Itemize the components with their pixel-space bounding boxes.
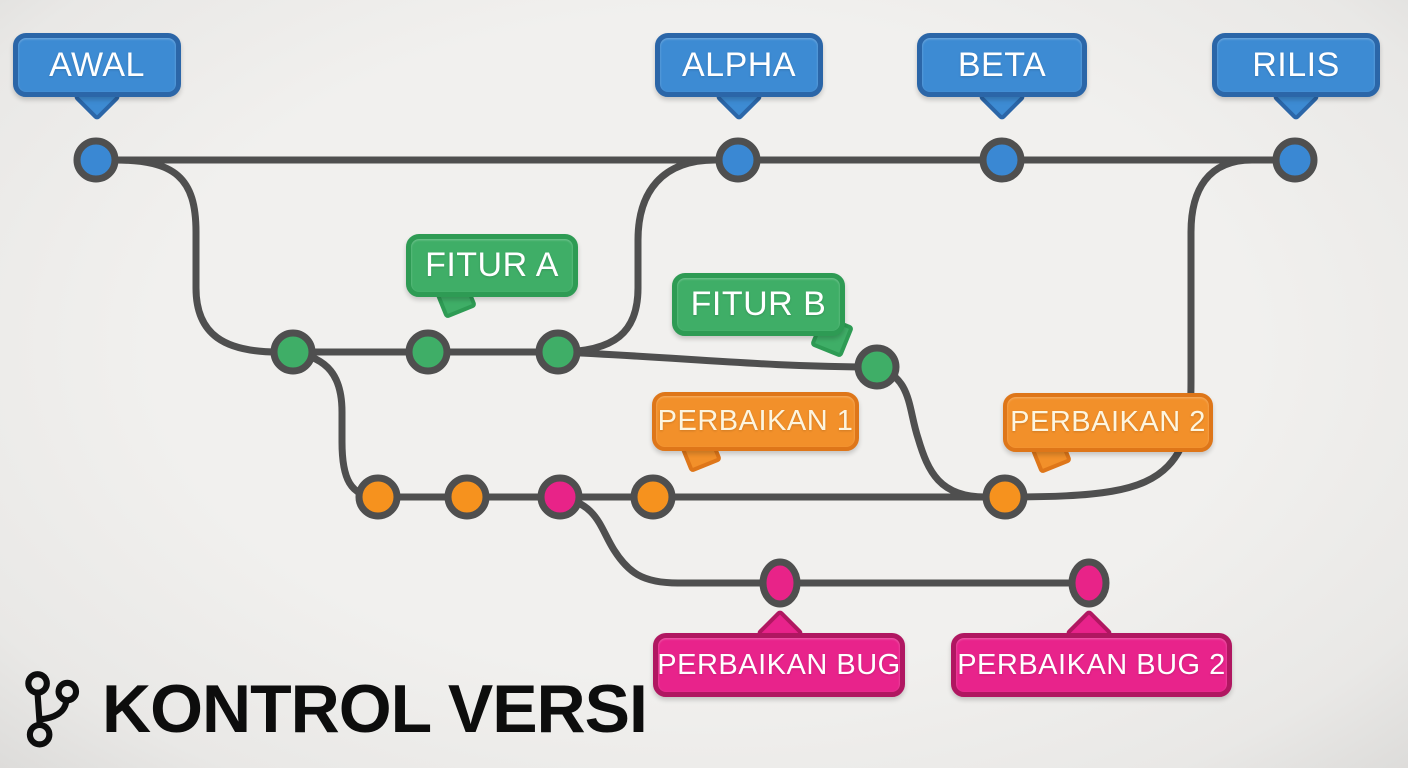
commit-node-feature-3 xyxy=(535,329,581,375)
commit-node-fix-1 xyxy=(355,474,401,520)
commit-node-fix-2 xyxy=(444,474,490,520)
commit-node-perbaikan-bug-2 xyxy=(1068,558,1110,608)
fitur-a-label-bubble: FITUR A xyxy=(406,234,578,297)
commit-node-perbaikan-2 xyxy=(982,474,1028,520)
commit-node-awal xyxy=(73,137,119,183)
commit-node-fitur-a xyxy=(405,329,451,375)
commit-node-perbaikan-1 xyxy=(630,474,676,520)
feature-branch-continue-line xyxy=(554,348,881,371)
commit-node-rilis xyxy=(1272,137,1318,183)
commit-node-perbaikan-bug xyxy=(759,558,801,608)
fitur-b-label-bubble: FITUR B xyxy=(672,273,845,336)
alpha-label-bubble: ALPHA xyxy=(655,33,823,97)
perbaikan-1-label-bubble: PERBAIKAN 1 xyxy=(652,392,859,451)
bugfix-branch-nodes xyxy=(537,474,1110,608)
commit-node-feature-1 xyxy=(270,329,316,375)
beta-label-bubble: BETA xyxy=(917,33,1087,97)
feature-branch-out-line xyxy=(111,156,562,356)
commit-node-alpha xyxy=(715,137,761,183)
feature-to-fix-merge-line xyxy=(873,363,989,501)
git-branch-icon xyxy=(25,671,80,748)
perbaikan-bug-label-bubble: PERBAIKAN BUG xyxy=(653,633,905,697)
commit-node-fitur-b xyxy=(854,344,900,390)
rilis-label-bubble: RILIS xyxy=(1212,33,1380,97)
perbaikan-2-label-bubble: PERBAIKAN 2 xyxy=(1003,393,1213,452)
awal-label-bubble: AWAL xyxy=(13,33,181,97)
fix-branch-nodes xyxy=(355,474,1028,520)
branch-lines xyxy=(92,156,1299,587)
perbaikan-bug-2-label-bubble: PERBAIKAN BUG 2 xyxy=(951,633,1232,697)
page-title-text: KONTROL VERSI xyxy=(102,671,648,747)
bugfix-branch-out-line xyxy=(556,493,682,587)
main-branch-nodes xyxy=(73,137,1318,183)
fix-branch-out-line xyxy=(289,348,382,501)
commit-nodes xyxy=(73,137,1318,608)
commit-node-beta xyxy=(979,137,1025,183)
page-title: KONTROL VERSI xyxy=(22,668,648,750)
commit-node-bugfix-fork xyxy=(537,474,583,520)
feature-merge-line xyxy=(554,156,719,356)
feature-branch-nodes xyxy=(270,329,900,390)
